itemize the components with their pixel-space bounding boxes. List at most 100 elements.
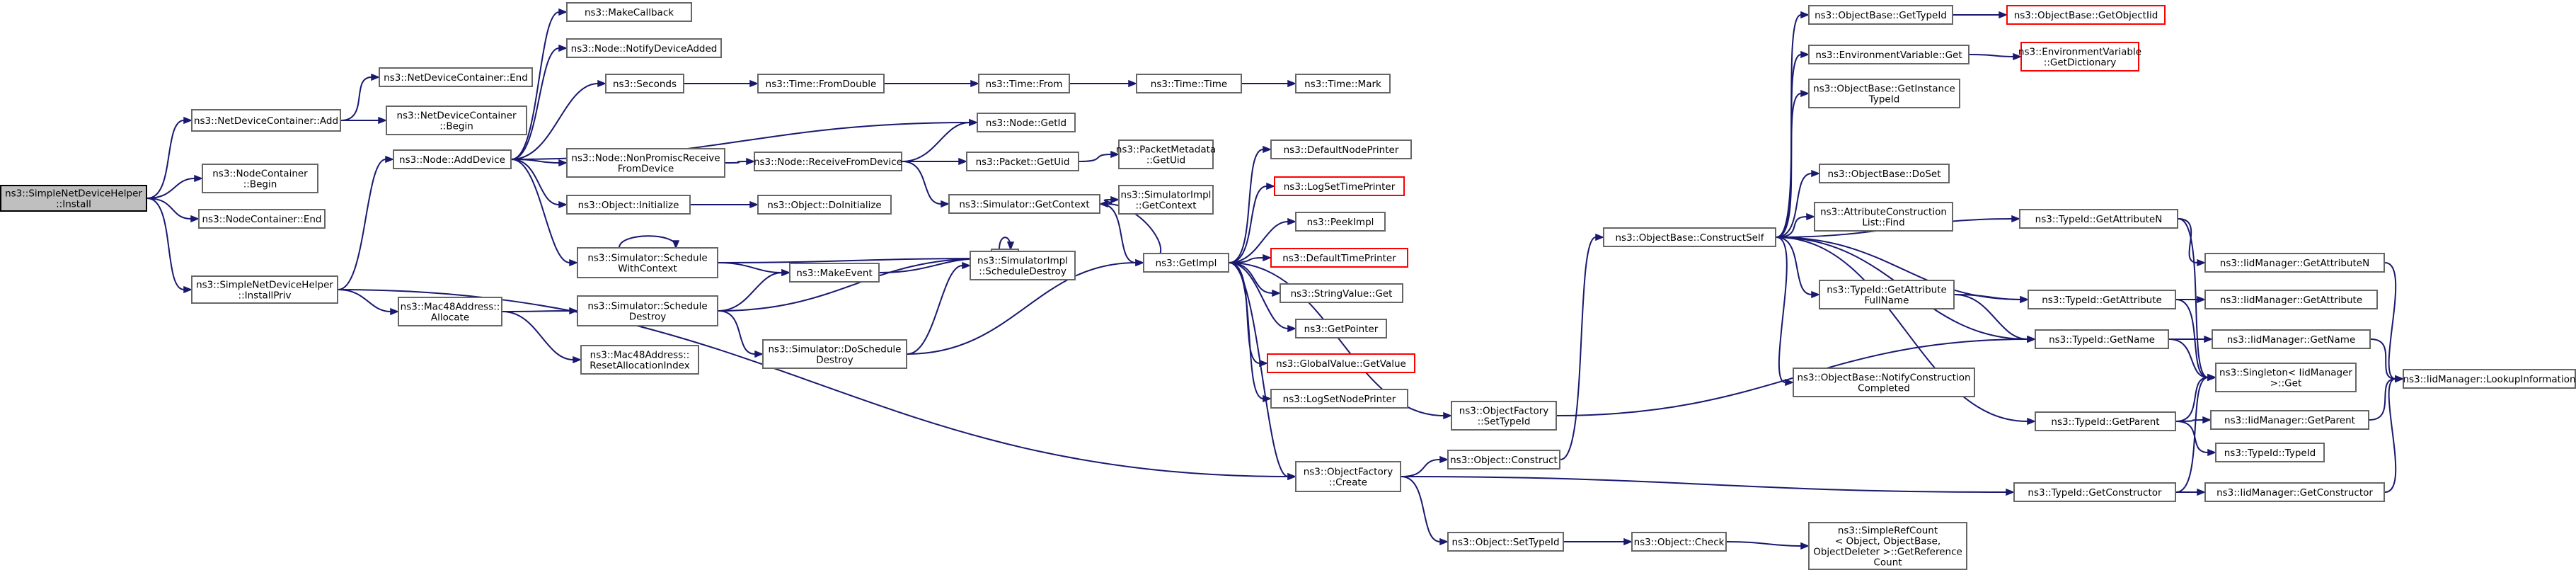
node-tid_getname[interactable]: ns3::TypeId::GetName <box>2035 329 2169 349</box>
node-label: ns3::NodeContainer <box>212 169 308 180</box>
node-obj_settypeid[interactable]: ns3::Object::SetTypeId <box>1447 532 1564 552</box>
node-defaultnodeprinter[interactable]: ns3::DefaultNodePrinter <box>1270 140 1412 159</box>
node-tid_getparent[interactable]: ns3::TypeId::GetParent <box>2035 411 2176 431</box>
node-ob_gettypeid[interactable]: ns3::ObjectBase::GetTypeId <box>1808 5 1953 25</box>
edge-arrowhead <box>1135 258 1145 267</box>
node-obj_check[interactable]: ns3::Object::Check <box>1631 532 1727 552</box>
edge-arrowhead <box>1806 212 1816 221</box>
node-seconds[interactable]: ns3::Seconds <box>605 74 684 93</box>
node-label: FromDevice <box>618 164 674 175</box>
node-label: ns3::MakeCallback <box>585 7 674 18</box>
node-notifydeviceadded[interactable]: ns3::Node::NotifyDeviceAdded <box>566 38 722 58</box>
node-envvar_getdict[interactable]: ns3::EnvironmentVariable::GetDictionary <box>2018 42 2141 72</box>
node-mac_alloc[interactable]: ns3::Mac48Address::Allocate <box>398 297 502 326</box>
node-node_getid[interactable]: ns3::Node::GetId <box>977 113 1076 132</box>
node-box <box>1295 212 1386 232</box>
node-ndc_add[interactable]: ns3::NetDeviceContainer::Add <box>191 109 341 132</box>
node-iidm_getattributen[interactable]: ns3::IidManager::GetAttributeN <box>2204 253 2385 273</box>
node-pm_getuid[interactable]: ns3::PacketMetadata::GetUid <box>1116 140 1216 169</box>
node-node_receivefromdevice[interactable]: ns3::Node::ReceiveFromDevice <box>754 152 902 171</box>
node-box <box>1280 283 1403 303</box>
node-makeevent[interactable]: ns3::MakeEvent <box>789 263 880 283</box>
edge-iidm_getparent-to-iidm_lookupinformation <box>2369 378 2396 421</box>
node-tid_typeid[interactable]: ns3::TypeId::TypeId <box>2215 443 2325 462</box>
edge-install-to-ndc_add <box>146 120 185 199</box>
edge-arrowhead <box>1800 50 1810 59</box>
node-tid_getattributen[interactable]: ns3::TypeId::GetAttributeN <box>2019 209 2178 229</box>
node-time_mark[interactable]: ns3::Time::Mark <box>1295 74 1391 93</box>
edge-getimpl-to-of_create <box>1229 262 1289 477</box>
edge-iidm_getattributen-to-iidm_lookupinformation <box>2384 262 2397 380</box>
node-iidm_getname[interactable]: ns3::IidManager::GetName <box>2212 329 2371 349</box>
node-sim_getcontext[interactable]: ns3::Simulator::GetContext <box>948 194 1100 214</box>
node-refcount[interactable]: ns3::SimpleRefCount< Object, ObjectBase,… <box>1808 522 1967 570</box>
node-iidm_getparent[interactable]: ns3::IidManager::GetParent <box>2210 410 2369 430</box>
node-of_settypeid[interactable]: ns3::ObjectFactory::SetTypeId <box>1451 401 1557 431</box>
node-label: ::GetContext <box>1135 200 1196 212</box>
node-defaulttimeprinter[interactable]: ns3::DefaultTimePrinter <box>1270 248 1408 268</box>
node-iidm_getattribute[interactable]: ns3::IidManager::GetAttribute <box>2204 290 2378 309</box>
node-stringvalue_get[interactable]: ns3::StringValue::Get <box>1280 283 1403 303</box>
node-time_time[interactable]: ns3::Time::Time <box>1136 74 1242 93</box>
node-packet_getuid[interactable]: ns3::Packet::GetUid <box>966 152 1079 171</box>
node-install[interactable]: ns3::SimpleNetDeviceHelper::Install <box>0 185 147 212</box>
node-simimpl_scheddestroy[interactable]: ns3::SimulatorImpl::ScheduleDestroy <box>970 251 1076 280</box>
node-getpointer[interactable]: ns3::GetPointer <box>1295 319 1387 338</box>
node-nc_end[interactable]: ns3::NodeContainer::End <box>198 209 326 229</box>
node-obj_initialize[interactable]: ns3::Object::Initialize <box>566 195 691 215</box>
node-logsetnodeprinter[interactable]: ns3::LogSetNodePrinter <box>1270 389 1408 409</box>
node-label: ::SetTypeId <box>1478 416 1531 428</box>
node-ndc_begin[interactable]: ns3::NetDeviceContainer::Begin <box>386 106 527 135</box>
node-mac_reset[interactable]: ns3::Mac48Address::ResetAllocationIndex <box>580 345 699 375</box>
node-label: ns3::Node::ReceiveFromDevice <box>754 156 902 168</box>
node-tid_getattribute[interactable]: ns3::TypeId::GetAttribute <box>2028 290 2176 309</box>
node-obj_construct[interactable]: ns3::Object::Construct <box>1447 450 1560 469</box>
node-ob_doset[interactable]: ns3::ObjectBase::DoSet <box>1819 164 1950 183</box>
node-label: ns3::Simulator::GetContext <box>959 199 1089 210</box>
node-ob_constructself[interactable]: ns3::ObjectBase::ConstructSelf <box>1603 227 1776 247</box>
node-box <box>1819 164 1950 183</box>
node-sched_destroy[interactable]: ns3::Simulator::ScheduleDestroy <box>577 295 718 326</box>
node-box <box>1270 389 1408 409</box>
node-box <box>1270 140 1412 159</box>
edge-arrowhead <box>597 79 607 88</box>
edge-arrowhead <box>2020 295 2030 304</box>
node-time_from[interactable]: ns3::Time::From <box>978 74 1070 93</box>
node-label: >::Get <box>2270 378 2301 389</box>
node-box <box>1295 74 1391 93</box>
node-envvar_get[interactable]: ns3::EnvironmentVariable::Get <box>1808 45 1970 64</box>
node-label: ns3::LogSetTimePrinter <box>1284 181 1396 193</box>
node-ob_notifyconstruction[interactable]: ns3::ObjectBase::NotifyConstructionCompl… <box>1793 368 1975 397</box>
node-simimpl_getcontext[interactable]: ns3::SimulatorImpl::GetContext <box>1118 185 1214 215</box>
node-logsettimeprinter[interactable]: ns3::LogSetTimePrinter <box>1274 176 1405 196</box>
node-of_create[interactable]: ns3::ObjectFactory::Create <box>1295 461 1401 492</box>
edge-arrowhead <box>1287 324 1297 333</box>
node-globalvalue_getvalue[interactable]: ns3::GlobalValue::GetValue <box>1267 353 1415 373</box>
node-getimpl[interactable]: ns3::GetImpl <box>1143 253 1229 273</box>
node-box <box>1274 176 1405 196</box>
node-install_priv[interactable]: ns3::SimpleNetDeviceHelper::InstallPriv <box>191 275 338 304</box>
node-makecallback[interactable]: ns3::MakeCallback <box>566 2 692 22</box>
node-tid_getconstructor[interactable]: ns3::TypeId::GetConstructor <box>2013 482 2176 502</box>
node-iidm_lookupinformation[interactable]: ns3::IidManager::LookupInformation <box>2403 369 2576 389</box>
node-time_fromdouble[interactable]: ns3::Time::FromDouble <box>757 74 885 93</box>
edge-ob_constructself-to-tid_getparent <box>1776 237 2028 422</box>
node-label: ns3::Time::FromDouble <box>766 79 877 90</box>
edge-arrowhead <box>183 116 193 125</box>
node-nc_begin[interactable]: ns3::NodeContainer::Begin <box>202 164 318 193</box>
node-singleton_get[interactable]: ns3::Singleton< IidManager >::Get <box>2215 363 2357 392</box>
edge-ndc_add-to-ndc_end <box>340 76 372 121</box>
node-obj_doinitialize[interactable]: ns3::Object::DoInitialize <box>757 195 892 215</box>
node-ndc_end[interactable]: ns3::NetDeviceContainer::End <box>379 67 533 87</box>
node-iidm_getconstructor[interactable]: ns3::IidManager::GetConstructor <box>2204 482 2385 502</box>
node-label: Destroy <box>816 355 853 366</box>
node-node_adddevice[interactable]: ns3::Node::AddDevice <box>393 149 512 169</box>
node-peekimpl[interactable]: ns3::PeekImpl <box>1295 212 1386 232</box>
node-ob_getobjectiid[interactable]: ns3::ObjectBase::GetObjectIid <box>2006 5 2166 25</box>
